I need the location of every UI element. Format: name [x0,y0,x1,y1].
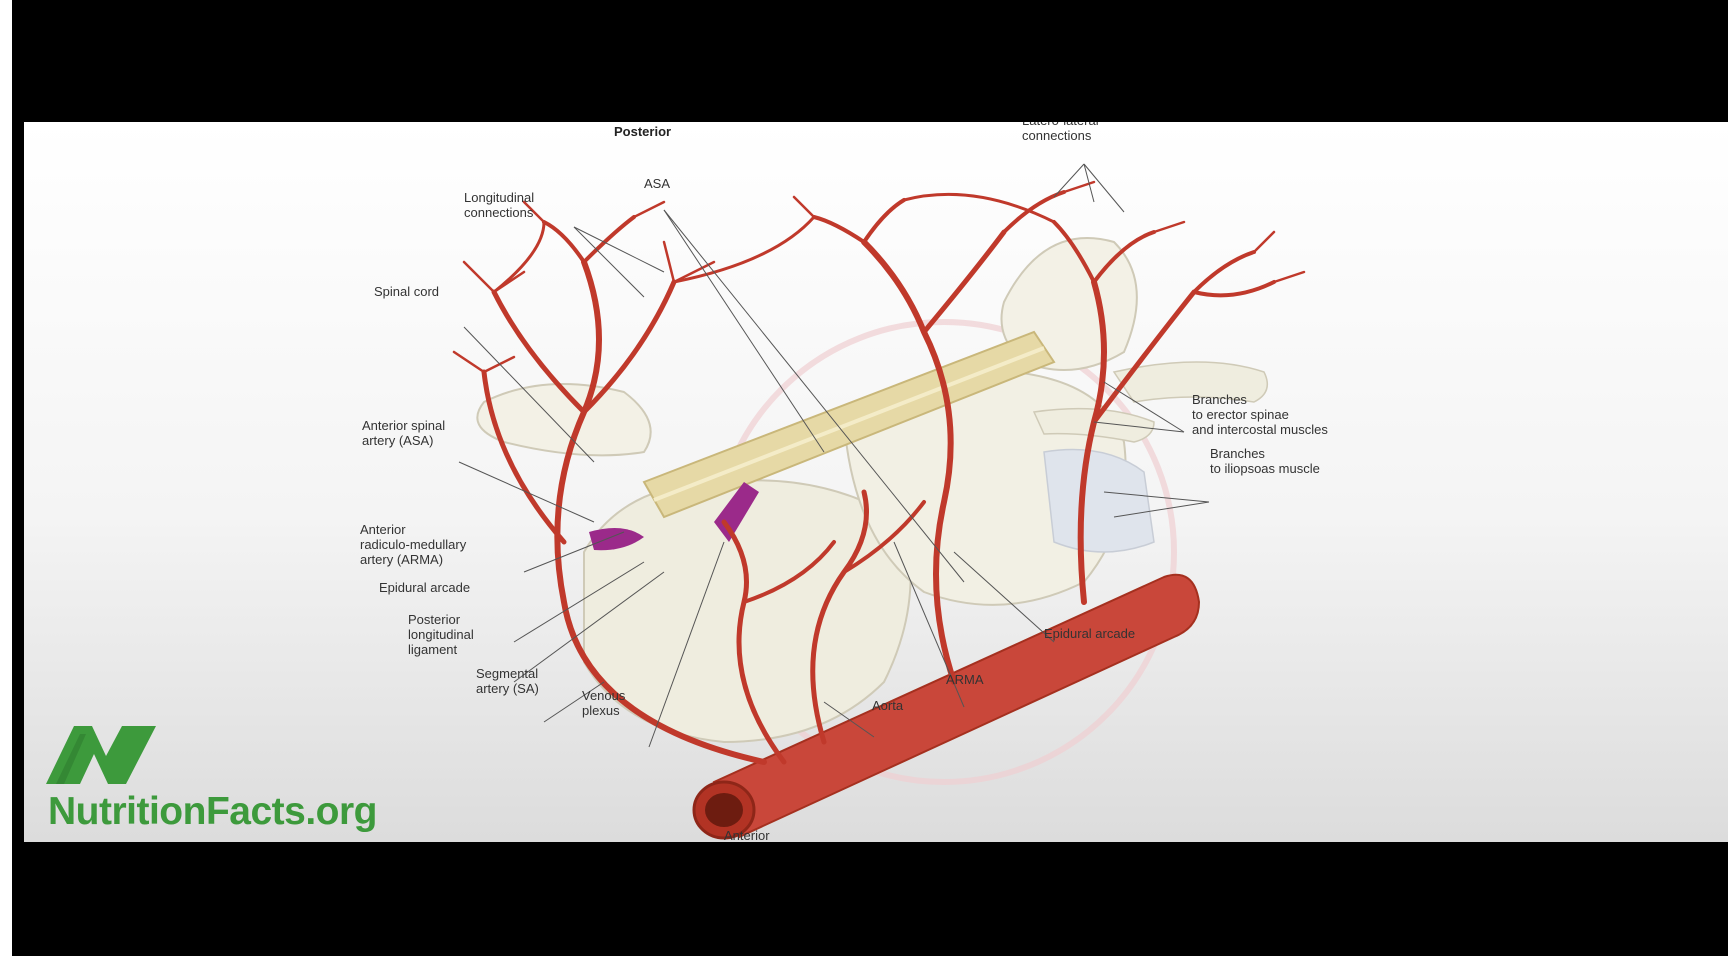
label-anterior: Anterior [724,828,770,842]
logo-text: NutritionFacts.org [48,790,377,834]
label-asa-top: ASA [644,176,670,191]
label-arma: ARMA [946,672,984,687]
label-anterior-spinal-artery: Anterior spinal artery (ASA) [362,418,445,448]
vertebra-1 [584,480,911,742]
spinal-vascular-diagram [24,122,1728,842]
disc [1044,450,1154,553]
video-frame: Posterior Latero-lateral connections ASA… [12,0,1728,956]
label-posterior: Posterior [614,124,671,139]
label-posterior-ligament: Posterior longitudinal ligament [408,612,474,657]
label-longitudinal: Longitudinal connections [464,190,534,220]
label-aorta: Aorta [872,698,903,713]
label-anterior-radiculo: Anterior radiculo-medullary artery (ARMA… [360,522,466,567]
label-segmental-artery: Segmental artery (SA) [476,666,539,696]
nutritionfacts-logo-icon [46,726,156,786]
label-venous-plexus: Venous plexus [582,688,625,718]
label-epidural-arcade-left: Epidural arcade [379,580,470,595]
label-branches-iliopsoas: Branches to iliopsoas muscle [1210,446,1320,476]
video-content[interactable]: Posterior Latero-lateral connections ASA… [24,122,1728,842]
label-spinal-cord: Spinal cord [374,284,439,299]
label-epidural-arcade-right: Epidural arcade [1044,626,1135,641]
label-branches-erector: Branches to erector spinae and intercost… [1192,392,1328,437]
label-latero-lateral: Latero-lateral connections [1022,122,1099,143]
